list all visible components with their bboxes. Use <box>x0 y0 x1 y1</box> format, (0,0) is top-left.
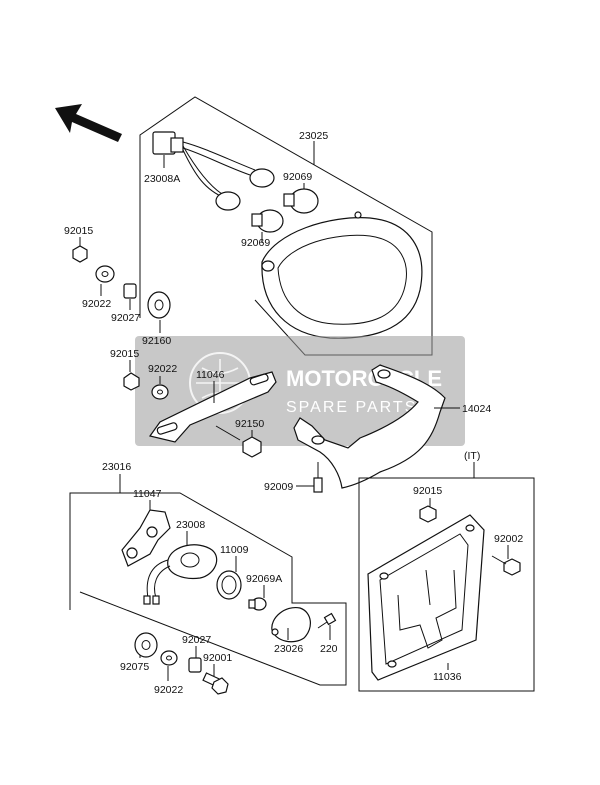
label-11009: 11009 <box>220 544 249 556</box>
nut-92015-a <box>72 245 88 263</box>
bolt-92009 <box>313 462 323 493</box>
label-23026: 23026 <box>274 643 303 655</box>
screw-220 <box>317 612 337 629</box>
bolt-92002 <box>491 555 521 576</box>
plate-bracket-11036 <box>367 514 485 681</box>
label-11046: 11046 <box>196 369 225 381</box>
label-23016: 23016 <box>102 461 131 473</box>
label-92150: 92150 <box>235 418 264 430</box>
grommet-92075 <box>134 632 158 658</box>
connector-23008a <box>152 131 275 211</box>
washer-92022-a <box>95 265 115 283</box>
bracket-14024 <box>293 364 446 489</box>
washer-92022-c <box>160 650 178 666</box>
bolt-92001 <box>202 672 229 695</box>
label-23008a: 23008A <box>144 173 180 185</box>
lens-23026 <box>271 606 311 643</box>
bracket-11046 <box>148 371 277 443</box>
label-92160: 92160 <box>142 335 171 347</box>
grommet-92160 <box>147 291 171 319</box>
gasket-11009 <box>216 570 242 600</box>
label-it: (IT) <box>464 450 480 462</box>
bulb-92069-upper <box>283 188 319 214</box>
label-14024: 14024 <box>462 403 491 415</box>
socket-23008 <box>143 544 218 605</box>
bulb-92069-lower <box>251 209 284 233</box>
frame-it <box>358 477 535 692</box>
bolt-92150 <box>215 425 262 458</box>
label-11036: 11036 <box>433 671 462 683</box>
label-92022-c: 92022 <box>154 684 183 696</box>
direction-arrow-icon <box>55 104 122 142</box>
bulb-92069a <box>248 597 267 611</box>
nut-92015-b <box>123 372 140 391</box>
nut-92015-c <box>419 505 437 523</box>
label-92027-a: 92027 <box>111 312 140 324</box>
label-92069-upper: 92069 <box>283 171 312 183</box>
label-92027-b: 92027 <box>182 634 211 646</box>
washer-92022-b <box>151 384 169 400</box>
label-23025: 23025 <box>299 130 328 142</box>
watermark-line2: SPARE PARTS <box>286 399 417 416</box>
label-92022-a: 92022 <box>82 298 111 310</box>
watermark: MOTORCYCLE SPARE PARTS <box>135 336 465 446</box>
label-92069a: 92069A <box>246 573 282 585</box>
label-92069-lower: 92069 <box>241 237 270 249</box>
label-92075: 92075 <box>120 661 149 673</box>
label-92015-c: 92015 <box>413 485 442 497</box>
label-92001: 92001 <box>203 652 232 664</box>
label-11047: 11047 <box>133 488 162 500</box>
collar-92027-a <box>123 283 137 299</box>
label-220: 220 <box>320 643 338 655</box>
label-92009: 92009 <box>264 481 293 493</box>
leader-lines <box>79 155 509 681</box>
frame-23016 <box>69 492 347 686</box>
label-92002: 92002 <box>494 533 523 545</box>
label-23008: 23008 <box>176 519 205 531</box>
label-92022-b: 92022 <box>148 363 177 375</box>
label-92015-b: 92015 <box>110 348 139 360</box>
label-92015-a: 92015 <box>64 225 93 237</box>
tail-lamp-lens <box>261 211 423 339</box>
collar-92027-b <box>188 657 202 673</box>
bracket-11047 <box>121 509 171 567</box>
